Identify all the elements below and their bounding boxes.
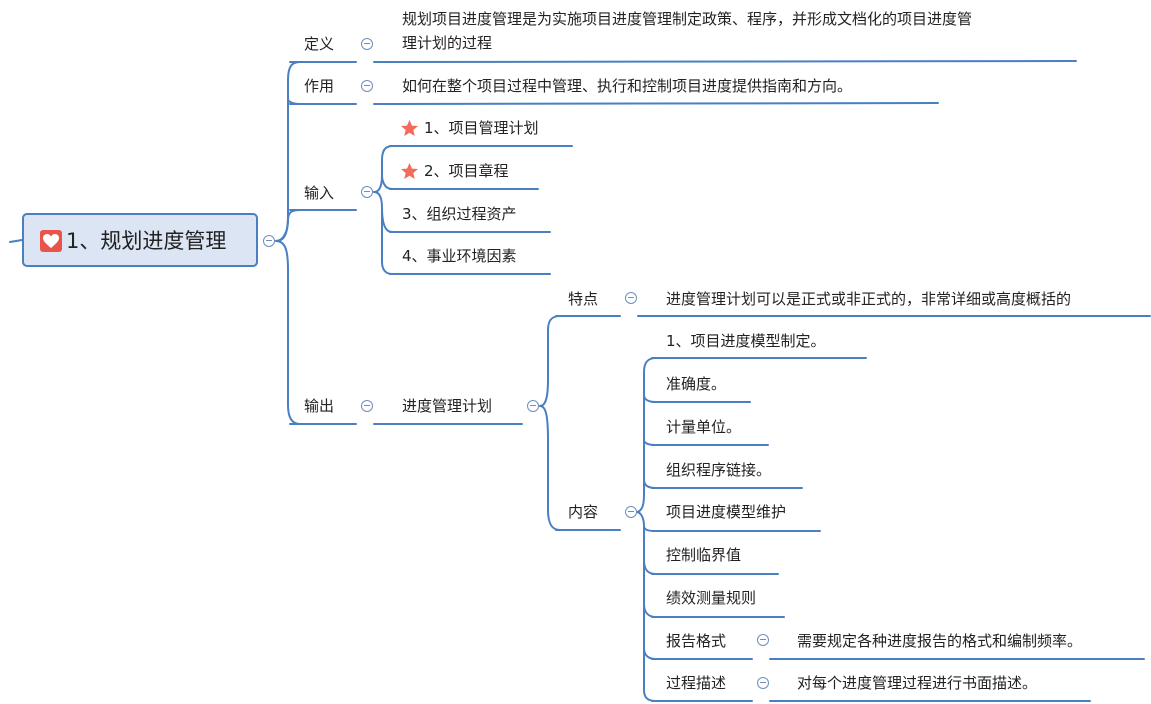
input-item[interactable]: 1、项目管理计划 [424,119,539,137]
content-item[interactable]: 计量单位。 [666,418,742,436]
content-item[interactable]: 绩效测量规则 [666,589,757,607]
process-description-collapse-toggle[interactable] [757,677,769,689]
report-format-detail[interactable]: 需要规定各种进度报告的格式和编制频率。 [797,632,1083,650]
feature-topic[interactable]: 特点 [568,290,599,308]
input-item[interactable]: 4、事业环境因素 [402,247,517,265]
input-item[interactable]: 3、组织过程资产 [402,205,517,223]
plan-topic[interactable]: 进度管理计划 [402,397,493,415]
purpose-text[interactable]: 如何在整个项目过程中管理、执行和控制项目进度提供指南和方向。 [402,77,853,95]
outputs-topic[interactable]: 输出 [304,397,335,415]
content-item[interactable]: 控制临界值 [666,546,742,564]
root-topic-title: 1、规划进度管理 [66,229,227,253]
input-item[interactable]: 2、项目章程 [424,162,509,180]
definition-topic[interactable]: 定义 [304,35,335,53]
definition-collapse-toggle[interactable] [361,38,373,50]
content-item[interactable]: 准确度。 [666,375,727,393]
content-item[interactable]: 报告格式 [666,632,727,650]
feature-text[interactable]: 进度管理计划可以是正式或非正式的，非常详细或高度概括的 [666,290,1072,308]
purpose-collapse-toggle[interactable] [361,80,373,92]
content-item[interactable]: 项目进度模型维护 [666,503,787,521]
content-item[interactable]: 组织程序链接。 [666,461,772,479]
star-icon [400,162,419,180]
inputs-topic[interactable]: 输入 [304,184,335,202]
heart-icon [40,230,62,252]
content-item[interactable]: 1、项目进度模型制定。 [666,332,826,350]
feature-collapse-toggle[interactable] [625,292,637,304]
purpose-topic[interactable]: 作用 [304,77,335,95]
outputs-collapse-toggle[interactable] [361,400,373,412]
star-icon [400,119,419,137]
content-item[interactable]: 过程描述 [666,674,727,692]
inputs-collapse-toggle[interactable] [361,186,373,198]
definition-text-line2[interactable]: 理计划的过程 [402,34,493,52]
content-topic[interactable]: 内容 [568,503,599,521]
plan-collapse-toggle[interactable] [527,400,539,412]
process-description-detail[interactable]: 对每个进度管理过程进行书面描述。 [797,674,1038,692]
content-collapse-toggle[interactable] [625,506,637,518]
root-collapse-toggle[interactable] [263,235,275,247]
definition-text-line1[interactable]: 规划项目进度管理是为实施项目进度管理制定政策、程序，并形成文档化的项目进度管 [402,10,973,28]
report-format-collapse-toggle[interactable] [757,634,769,646]
